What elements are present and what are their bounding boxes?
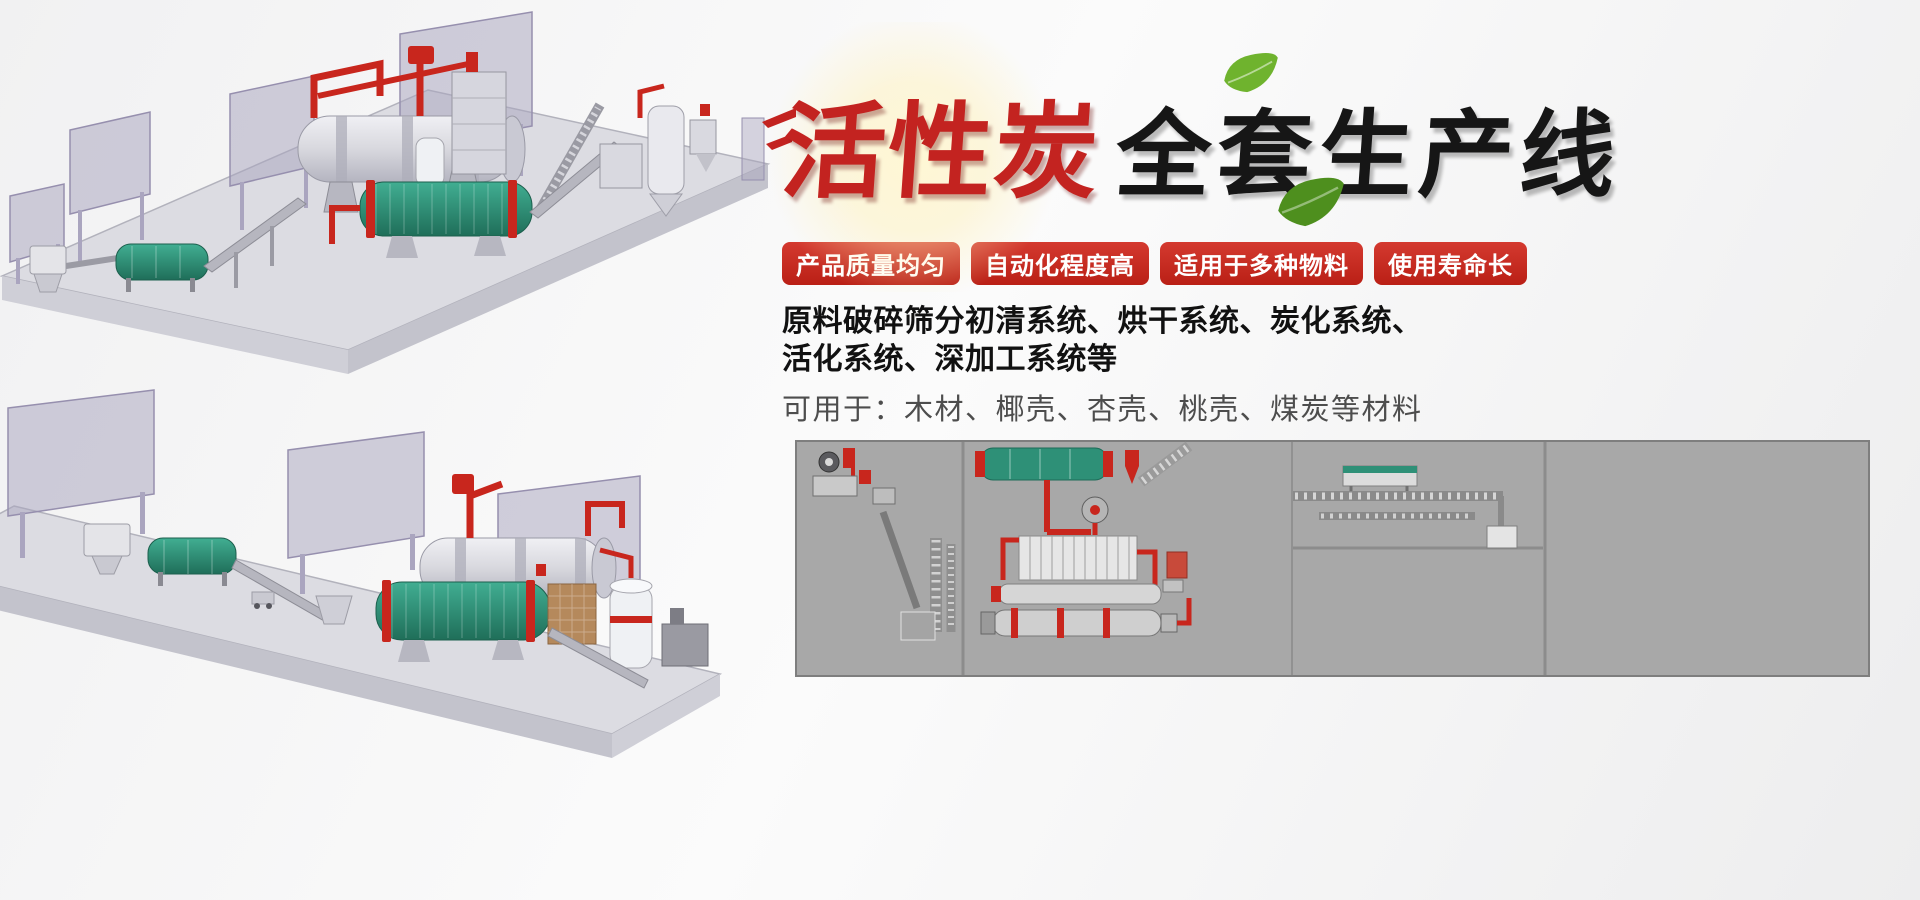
feature-badges: 产品质量均匀 自动化程度高 适用于多种物料 使用寿命长 [782, 242, 1912, 285]
title-red-text: 活性炭 [777, 95, 1105, 211]
feeder-and-crusher [83, 523, 353, 625]
hero-title: 活性炭全套生产线 [748, 22, 1912, 292]
production-line-render-bottom [0, 389, 723, 758]
activation-drum [329, 180, 533, 258]
materials-description: 可用于：木材、椰壳、杏壳、桃壳、煤炭等材料 [782, 394, 1423, 427]
plant-layout-schematic [795, 440, 1870, 677]
cooling-tank-unit [547, 547, 709, 689]
schematic-heat-exchanger [1000, 535, 1158, 586]
system-description-line2: 活化系统、深加工系统等 [782, 343, 1118, 377]
badge-automation: 自动化程度高 [971, 242, 1149, 285]
badge-long-life: 使用寿命长 [1374, 242, 1527, 285]
schematic-dryer-drum [975, 441, 1193, 487]
system-description-line1: 原料破碎筛分初清系统、烘干系统、炭化系统、 [782, 305, 1423, 338]
hero-section: 活性炭全套生产线 产品质量均匀 自动化程度高 适用于多种物料 使用寿命长 原料破… [748, 22, 1912, 428]
dust-collector-tower [415, 52, 507, 187]
incline-conveyor [203, 197, 307, 288]
schematic-carbonization-cylinders [980, 551, 1192, 638]
speed-dashes-icon [762, 108, 796, 150]
schematic-pipes-and-fan [1044, 480, 1109, 535]
schematic-packing-conveyors [1293, 465, 1518, 549]
system-description: 原料破碎筛分初清系统、烘干系统、炭化系统、 活化系统、深加工系统等 [782, 303, 1912, 379]
schematic-crusher-cluster [812, 448, 956, 641]
badge-product-quality: 产品质量均匀 [782, 242, 960, 285]
leaf-icon [1224, 53, 1278, 93]
badge-multi-material: 适用于多种物料 [1160, 242, 1363, 285]
leaf-icon [1278, 177, 1344, 227]
red-piping [310, 46, 469, 118]
feeder-and-crusher [29, 243, 209, 293]
production-line-render-top [0, 11, 771, 374]
carbonization-drum [375, 580, 551, 662]
red-piping [452, 474, 625, 576]
title-black-text: 全套生产线 [1112, 103, 1625, 209]
cyclone-discharge-unit [599, 83, 717, 217]
